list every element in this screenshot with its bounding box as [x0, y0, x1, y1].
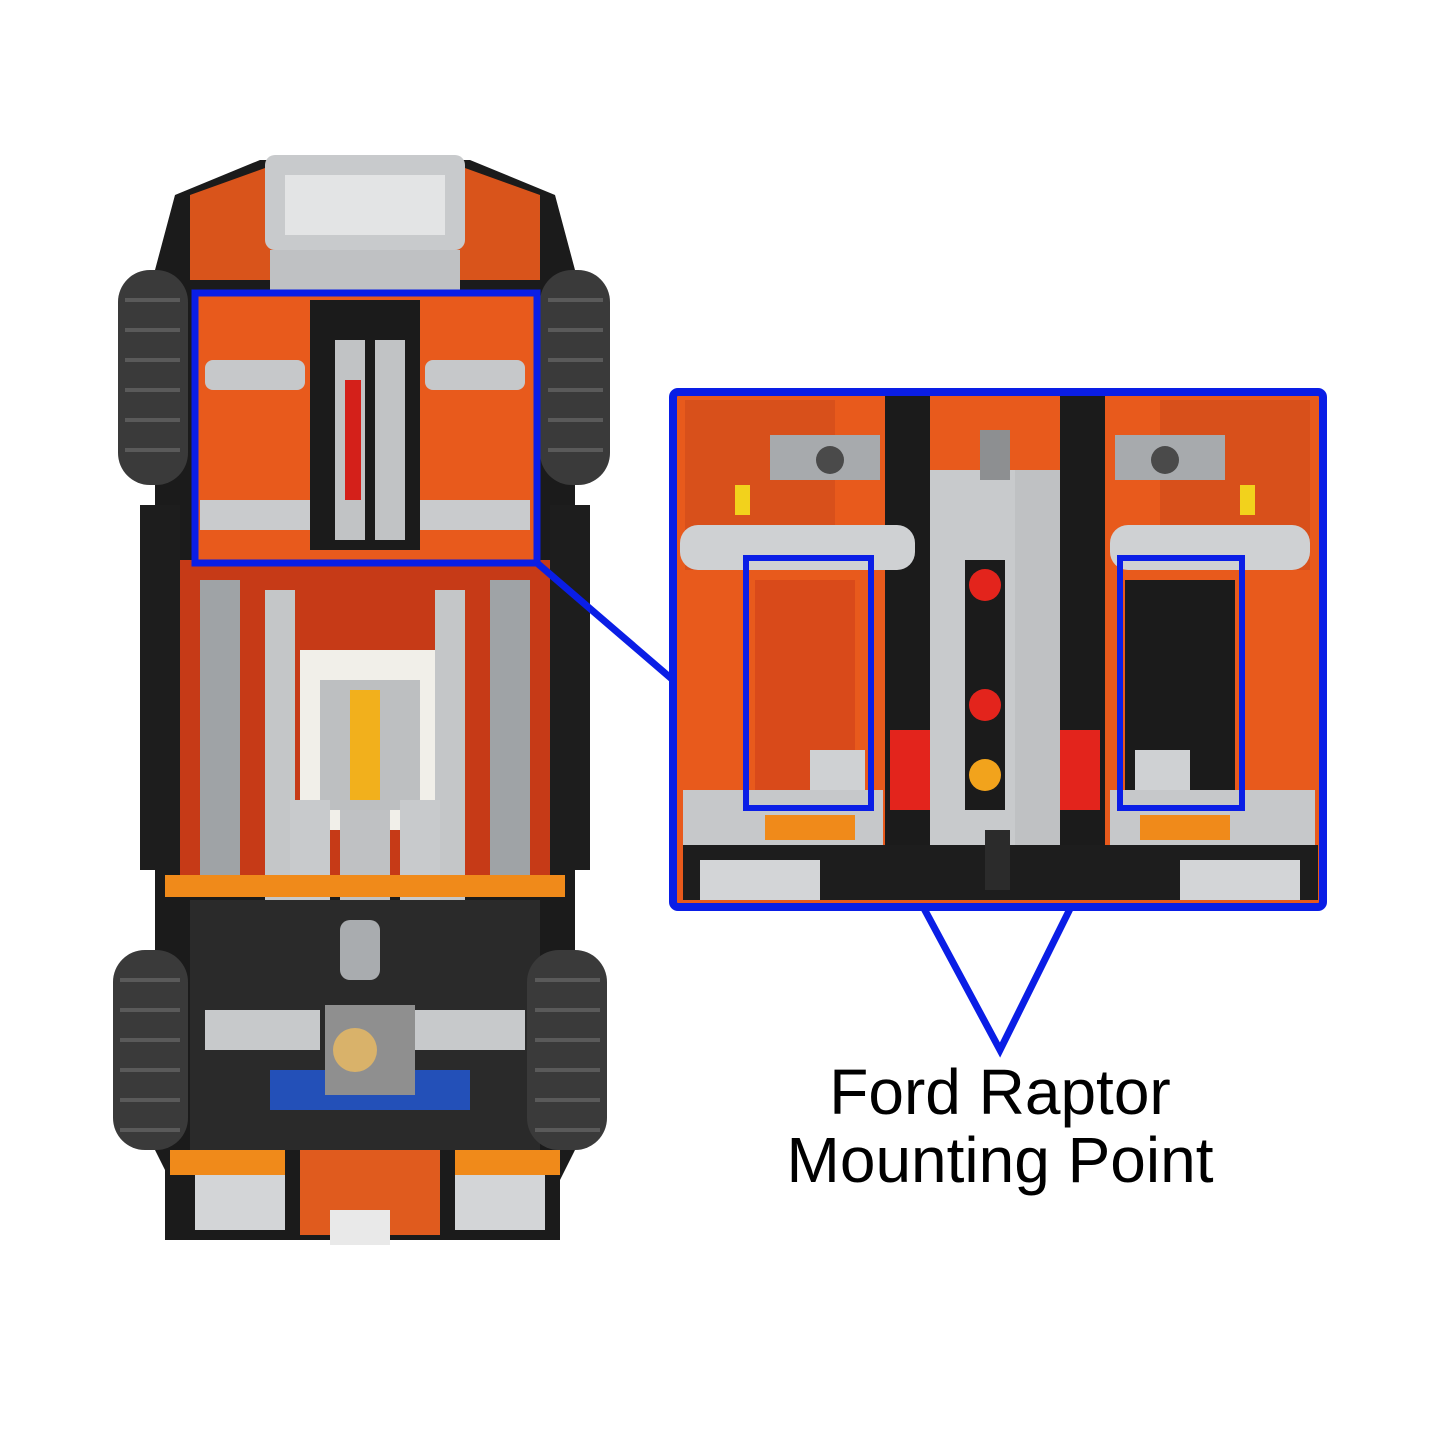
car-underside-photo — [113, 155, 610, 1245]
caption: Ford Raptor Mounting Point — [700, 1058, 1300, 1194]
zoom-inset-frame — [669, 388, 1327, 911]
highlight-box — [191, 289, 541, 567]
caption-line-1: Ford Raptor — [829, 1056, 1171, 1128]
caption-line-2: Mounting Point — [786, 1124, 1214, 1196]
mounting-point-marker-left — [743, 555, 874, 811]
zoom-inset — [673, 392, 1323, 907]
mounting-point-marker-right — [1117, 555, 1245, 811]
